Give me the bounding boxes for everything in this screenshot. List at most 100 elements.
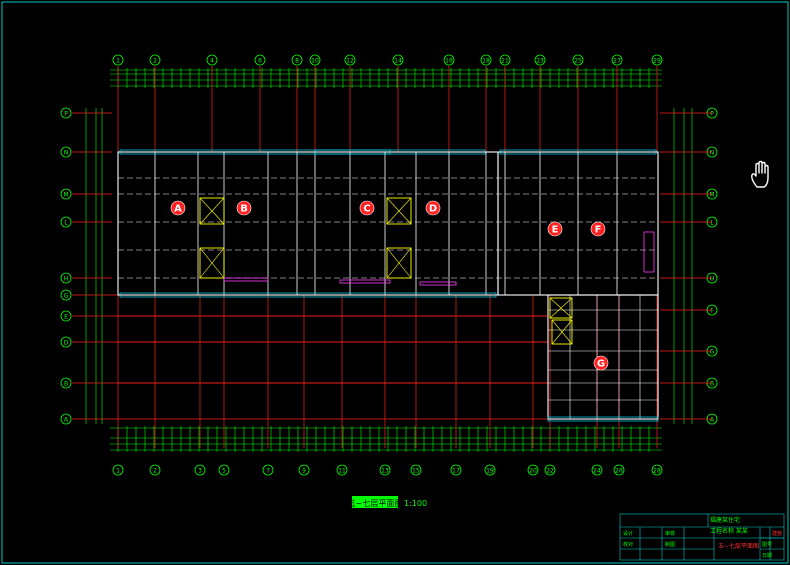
svg-text:F: F	[595, 225, 602, 236]
svg-text:19: 19	[486, 468, 494, 475]
stair-core	[199, 197, 225, 225]
axis-bubble-bottom-20: 20	[527, 464, 539, 476]
svg-text:E: E	[552, 225, 559, 236]
unit-label-F: F	[590, 221, 606, 237]
svg-text:E: E	[64, 314, 68, 321]
axis-bubble-left-H: H	[60, 272, 72, 284]
title-block-sheet-name: 五~七层平面图	[718, 542, 759, 550]
walls	[117, 149, 659, 422]
svg-text:1: 1	[116, 468, 120, 475]
svg-text:A: A	[710, 417, 715, 424]
window-strip	[119, 149, 391, 155]
axis-bubble-bottom-28: 28	[651, 464, 663, 476]
axis-bubble-left-B: B	[60, 377, 72, 389]
drawing-title: 五~七层平面图	[348, 499, 403, 508]
axis-bubble-bottom-11: 11	[336, 464, 348, 476]
svg-text:2: 2	[153, 58, 157, 65]
svg-text:G: G	[64, 293, 69, 300]
axis-bubble-bottom-13: 13	[379, 464, 391, 476]
unit-label-A: A	[170, 200, 186, 216]
svg-text:21: 21	[501, 58, 509, 65]
wall-outline	[547, 294, 659, 420]
svg-text:28: 28	[653, 468, 661, 475]
stair-core	[551, 319, 573, 345]
svg-text:L: L	[64, 220, 68, 227]
svg-text:P: P	[710, 111, 714, 118]
svg-text:22: 22	[546, 468, 554, 475]
axis-bubble-top-21: 21	[499, 54, 511, 66]
axis-bubble-top-8: 8	[291, 54, 303, 66]
svg-text:D: D	[64, 340, 69, 347]
title-block-cell-type: 建施	[772, 530, 782, 537]
svg-text:A: A	[64, 417, 69, 424]
unit-label-G: G	[593, 355, 609, 371]
axis-bubble-top-18: 18	[480, 54, 492, 66]
wall-outline	[117, 151, 499, 296]
partition-mark	[223, 277, 269, 282]
svg-text:6: 6	[258, 58, 262, 65]
svg-text:B: B	[64, 381, 68, 388]
axis-bubble-top-27: 27	[611, 54, 623, 66]
axis-bubble-bottom-17: 17	[450, 464, 462, 476]
title-block-cell-date: 日期	[762, 553, 772, 559]
svg-text:11: 11	[338, 468, 346, 475]
title-block-cell-design: 设计	[623, 530, 633, 537]
axis-bubble-bottom-19: 19	[484, 464, 496, 476]
svg-text:H: H	[64, 276, 69, 283]
stair-core	[199, 247, 225, 279]
svg-text:7: 7	[266, 468, 270, 475]
axis-bubble-left-E: E	[60, 310, 72, 322]
svg-text:3: 3	[198, 468, 202, 475]
axis-bubble-top-2: 2	[149, 54, 161, 66]
axis-bubble-top-4: 4	[206, 54, 218, 66]
stair-core	[549, 297, 573, 319]
svg-text:18: 18	[482, 58, 490, 65]
svg-text:26: 26	[615, 468, 623, 475]
svg-text:20: 20	[529, 468, 537, 475]
axis-bubble-top-1: 1	[112, 54, 124, 66]
axis-bubble-left-L: L	[60, 216, 72, 228]
axis-bubble-top-14: 14	[392, 54, 404, 66]
svg-text:B: B	[710, 381, 714, 388]
axis-bubble-bottom-24: 24	[591, 464, 603, 476]
svg-text:4: 4	[210, 58, 214, 65]
unit-labels: A B C D E F G	[170, 200, 609, 371]
window-strip	[314, 149, 486, 155]
svg-text:8: 8	[295, 58, 299, 65]
axis-bubble-top-12: 12	[344, 54, 356, 66]
axis-bubble-top-23: 23	[534, 54, 546, 66]
axis-bubble-left-P: P	[60, 107, 72, 119]
svg-text:29: 29	[653, 58, 661, 65]
svg-text:14: 14	[394, 58, 402, 65]
drawing-title-group: 五~七层平面图 1:100	[348, 496, 427, 508]
svg-text:N: N	[710, 150, 715, 157]
unit-label-B: B	[236, 200, 252, 216]
axis-bubble-top-6: 6	[254, 54, 266, 66]
svg-text:A: A	[174, 204, 182, 215]
axis-bubble-left-M: M	[60, 188, 72, 200]
title-block	[619, 513, 785, 561]
svg-text:B: B	[240, 204, 248, 215]
svg-text:17: 17	[452, 468, 460, 475]
svg-text:M: M	[63, 192, 68, 199]
svg-text:F: F	[710, 308, 714, 315]
axis-bubble-top-16: 16	[443, 54, 455, 66]
svg-text:C: C	[363, 204, 370, 215]
unit-label-D: D	[425, 200, 441, 216]
svg-text:13: 13	[381, 468, 389, 475]
axis-bubble-bottom-7: 7	[262, 464, 274, 476]
unit-label-E: E	[547, 221, 563, 237]
drawing-scale: 1:100	[404, 499, 427, 508]
axis-bubble-bottom-5: 5	[218, 464, 230, 476]
axis-bubble-top-25: 25	[572, 54, 584, 66]
window-strip	[547, 416, 659, 422]
unit-label-C: C	[359, 200, 375, 216]
axis-bubble-left-A: A	[60, 413, 72, 425]
axis-bubble-top-29: 29	[651, 54, 663, 66]
axis-bubble-bottom-1: 1	[112, 464, 124, 476]
svg-text:27: 27	[613, 58, 621, 65]
partition-mark	[339, 279, 391, 284]
svg-text:M: M	[709, 192, 714, 199]
